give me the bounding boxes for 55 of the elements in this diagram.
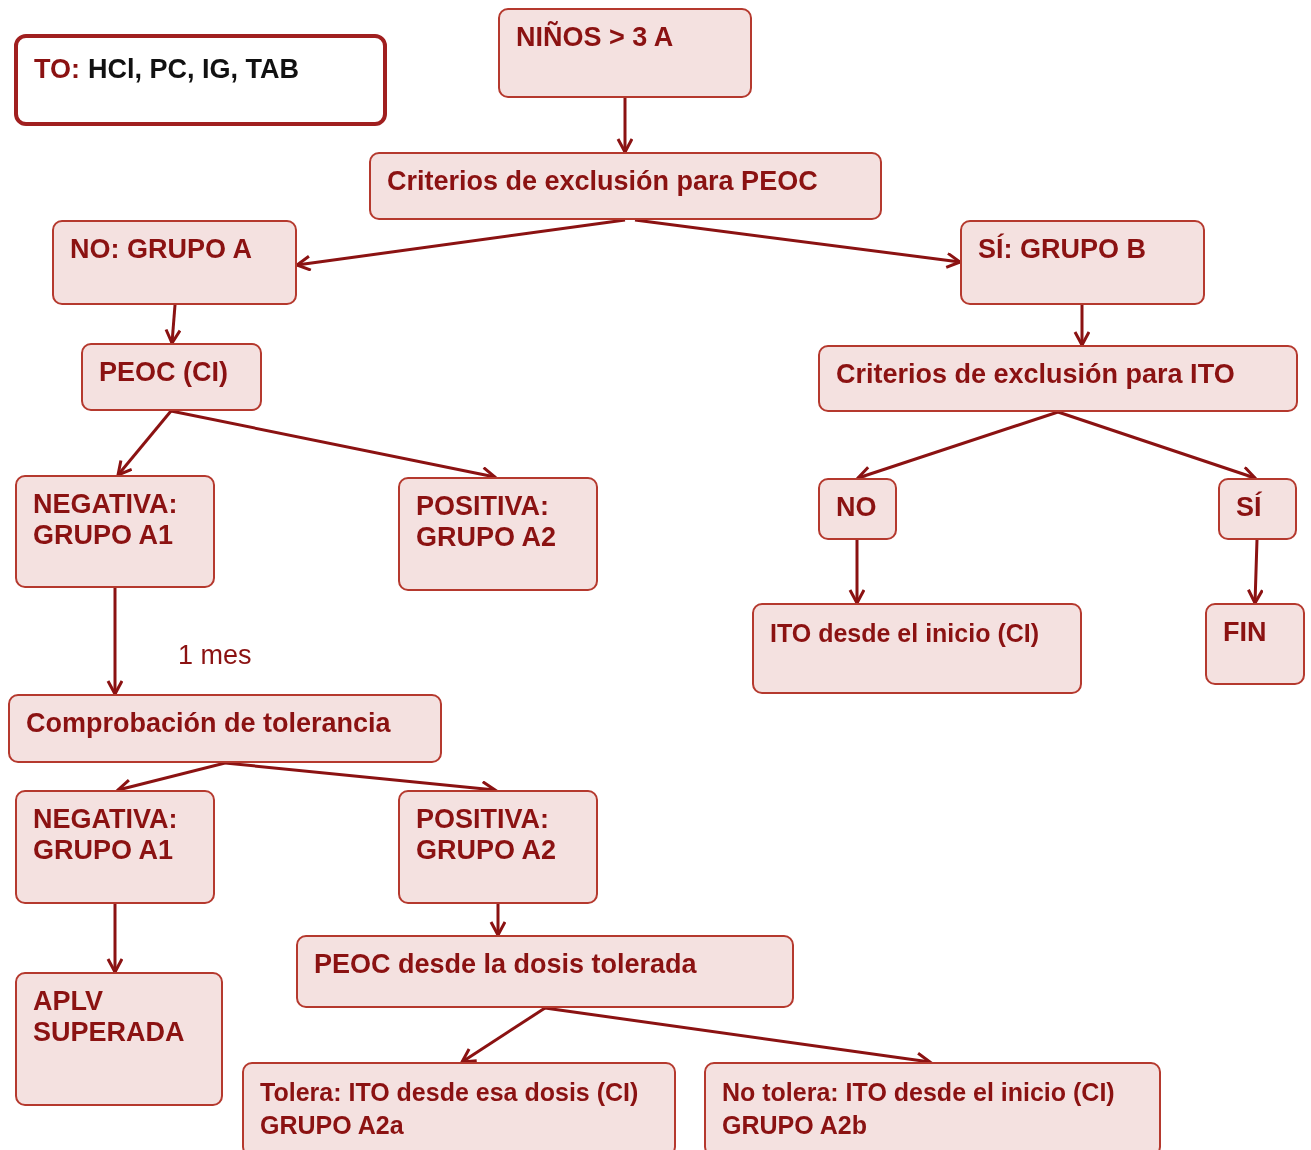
arrow xyxy=(116,410,173,477)
arrow xyxy=(1073,305,1091,347)
process-box xyxy=(15,790,215,904)
arrow xyxy=(106,904,124,974)
box-text: NO: GRUPO A xyxy=(70,234,252,266)
process-box xyxy=(15,972,223,1106)
box-text: GRUPO A2a xyxy=(260,1109,404,1141)
arrow xyxy=(164,304,182,345)
process-box xyxy=(1205,603,1305,685)
box-text: Comprobación de tolerancia xyxy=(26,708,391,740)
box-text: SÍ: GRUPO B xyxy=(978,234,1146,266)
box-text: FIN xyxy=(1223,617,1267,649)
box-text: GRUPO A2b xyxy=(722,1109,867,1141)
process-box xyxy=(498,8,752,98)
arrow xyxy=(460,1006,546,1064)
process-box xyxy=(296,935,794,1008)
box-text: ITO desde el inicio (CI) xyxy=(770,618,1040,649)
process-box xyxy=(398,477,598,591)
arrow xyxy=(634,218,962,269)
process-box xyxy=(15,475,215,588)
process-box xyxy=(1218,478,1297,540)
box-text: Criterios de exclusión para ITO xyxy=(836,359,1235,391)
box-text: Criterios de exclusión para PEOC xyxy=(387,166,818,198)
process-box xyxy=(242,1062,676,1150)
box-text: Tolera: ITO desde esa dosis (CI) xyxy=(260,1077,639,1108)
box-text: PEOC (CI) xyxy=(99,357,228,389)
box-text: POSITIVA: GRUPO A2 xyxy=(416,804,558,867)
box-text: No tolera: ITO desde el inicio (CI) xyxy=(722,1077,1115,1108)
process-box xyxy=(960,220,1205,305)
arrow xyxy=(489,904,507,937)
process-box xyxy=(818,345,1298,412)
process-box xyxy=(8,694,442,763)
process-box xyxy=(818,478,897,540)
arrow xyxy=(616,98,634,154)
process-box xyxy=(52,220,297,305)
box-text: NEGATIVA: GRUPO A1 xyxy=(33,489,179,552)
box-text: SÍ xyxy=(1236,492,1262,524)
box-text: NO xyxy=(836,492,877,524)
process-box xyxy=(752,603,1082,694)
box-text: PEOC desde la dosis tolerada xyxy=(314,949,697,981)
arrow xyxy=(106,588,124,696)
process-box xyxy=(704,1062,1161,1150)
box-text: TO: xyxy=(34,54,80,86)
arrow xyxy=(1246,539,1264,605)
box-text: NIÑOS > 3 A xyxy=(516,22,674,54)
box-text: NEGATIVA: GRUPO A1 xyxy=(33,804,179,867)
box-text: APLV SUPERADA xyxy=(33,986,186,1049)
process-box xyxy=(81,343,262,411)
process-box xyxy=(398,790,598,904)
process-box xyxy=(369,152,882,220)
arrow xyxy=(848,540,866,605)
box-text: HCl, PC, IG, TAB xyxy=(88,54,299,86)
note-box xyxy=(14,34,387,126)
box-text: POSITIVA: GRUPO A2 xyxy=(416,491,558,554)
arrow xyxy=(295,218,626,272)
